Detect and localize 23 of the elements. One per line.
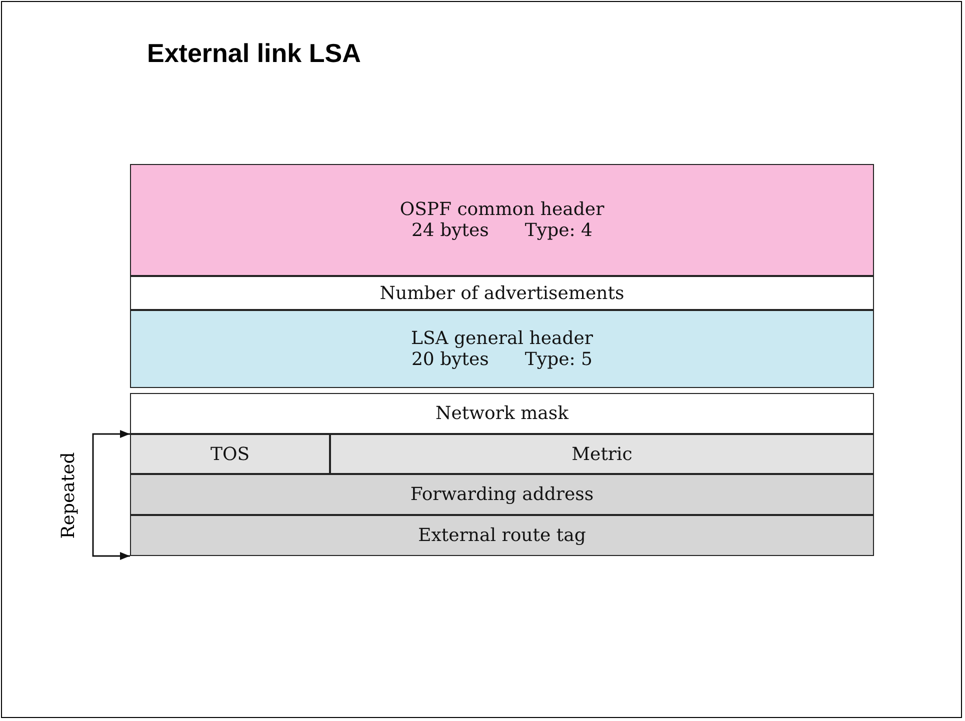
bracket-arrow [92, 430, 130, 560]
edge-label: Repeated [57, 452, 78, 538]
title: External link LSA [147, 38, 361, 69]
packet-field [130, 434, 330, 474]
packet-field [130, 276, 874, 310]
packet-field [130, 515, 874, 556]
header-field [130, 164, 874, 276]
field-name: Forwarding address [410, 484, 594, 505]
packet-field [130, 474, 874, 515]
field-detail: Type: 4 [524, 220, 593, 241]
field-name: LSA general header [411, 328, 593, 349]
field-name: Metric [572, 444, 632, 464]
field-detail: 20 bytes [411, 349, 489, 370]
field-name: Number of advertisements [380, 282, 624, 304]
field-name: Network mask [435, 403, 569, 424]
packet-field [330, 434, 874, 474]
header-field [130, 310, 874, 388]
field-detail: 24 bytes [411, 220, 489, 241]
packet-field [130, 393, 874, 434]
field-name: External route tag [418, 525, 586, 546]
field-detail: Type: 5 [524, 349, 593, 370]
field-name: TOS [210, 444, 250, 464]
field-name: OSPF common header [400, 199, 604, 220]
